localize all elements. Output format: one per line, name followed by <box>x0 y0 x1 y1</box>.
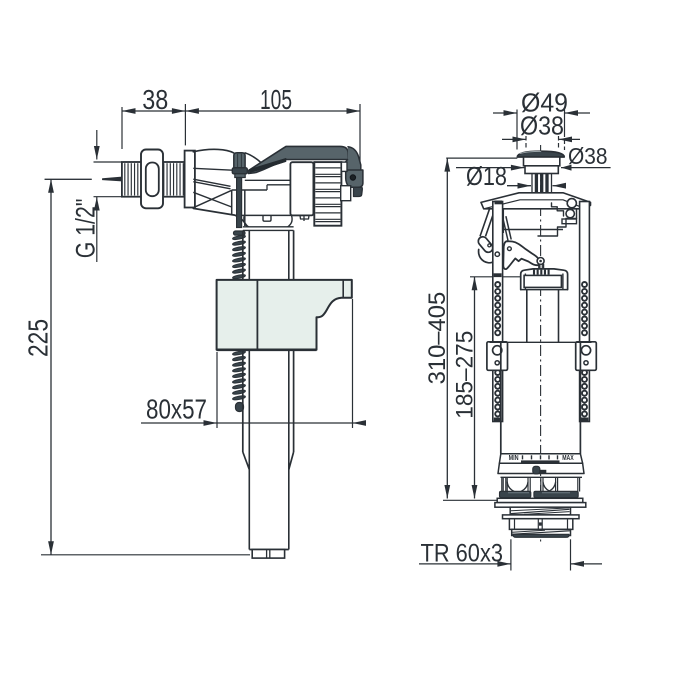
svg-text:G 1/2": G 1/2" <box>70 199 100 259</box>
svg-text:Ø18: Ø18 <box>466 163 507 191</box>
svg-text:Ø38: Ø38 <box>520 112 564 140</box>
svg-text:80x57: 80x57 <box>146 393 207 424</box>
svg-text:38: 38 <box>142 84 168 115</box>
svg-text:185–275: 185–275 <box>452 331 479 419</box>
svg-text:Ø38: Ø38 <box>568 143 608 169</box>
svg-text:105: 105 <box>260 84 292 115</box>
svg-text:MIN: MIN <box>509 455 519 462</box>
svg-text:MAX: MAX <box>562 455 574 462</box>
svg-text:Ø49: Ø49 <box>521 90 568 118</box>
svg-text:TR 60x3: TR 60x3 <box>421 540 504 568</box>
svg-text:310–405: 310–405 <box>424 292 451 385</box>
svg-text:225: 225 <box>23 319 54 357</box>
